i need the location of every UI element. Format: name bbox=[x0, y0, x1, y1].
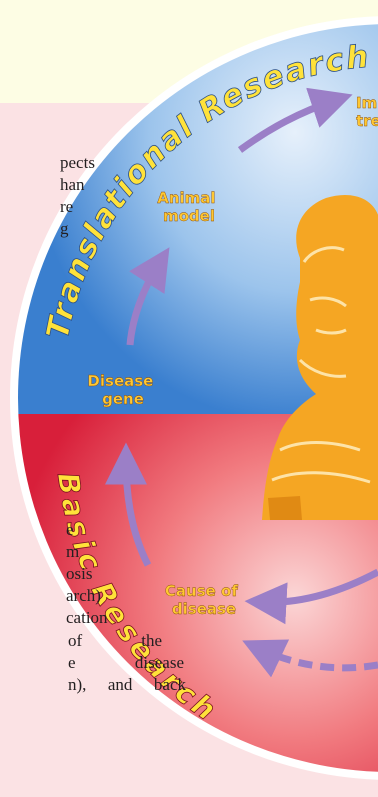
node-cause-of-disease: Cause of disease bbox=[165, 582, 243, 618]
node-improved-treatment: Im tre bbox=[356, 94, 378, 130]
node-animal-model: Animal model bbox=[157, 189, 221, 225]
